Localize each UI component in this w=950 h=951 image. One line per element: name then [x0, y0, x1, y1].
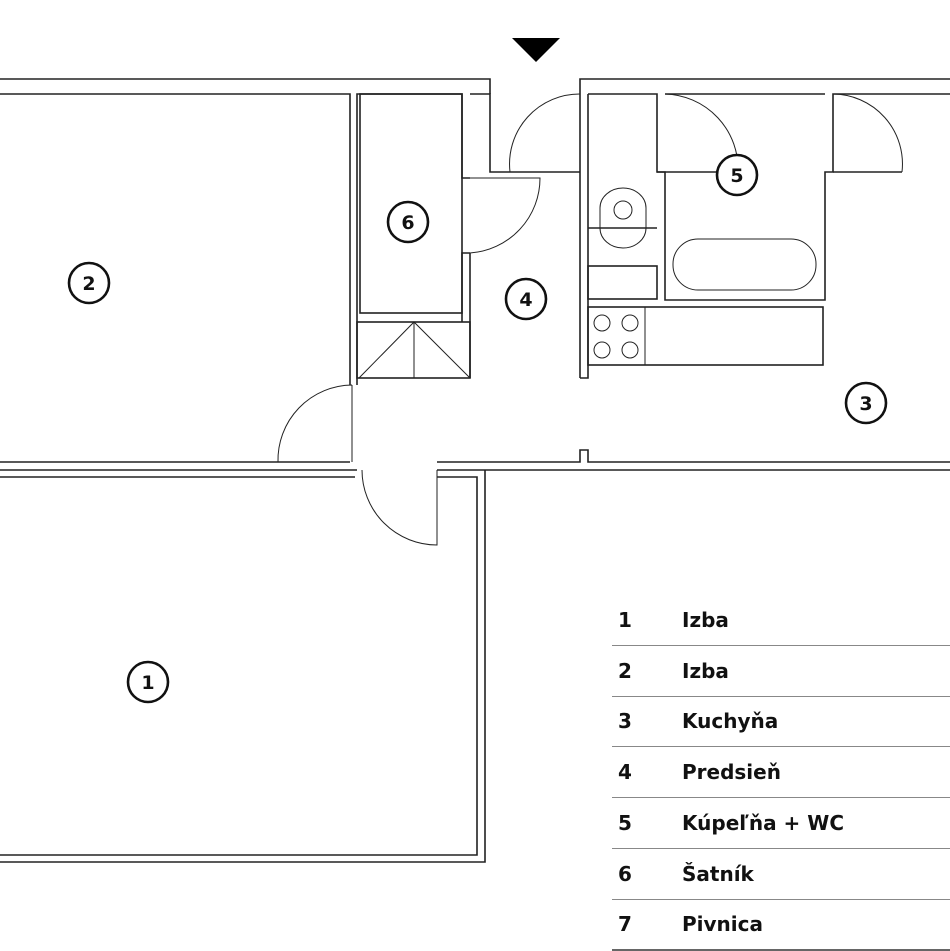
legend-number: 4 — [618, 760, 632, 785]
room-label-4: 4 — [504, 277, 548, 321]
legend-room-name: Kúpeľňa + WC — [682, 811, 845, 836]
legend-row: 5 Kúpeľňa + WC — [612, 798, 950, 849]
room-label-1: 1 — [126, 660, 170, 704]
legend-number: 6 — [618, 861, 632, 886]
svg-text:6: 6 — [401, 212, 414, 234]
entrance-arrow-icon — [512, 38, 560, 62]
legend-room-name: Predsieň — [682, 760, 781, 785]
svg-text:1: 1 — [141, 672, 154, 694]
legend-room-name: Izba — [682, 607, 729, 632]
legend-number: 5 — [618, 811, 632, 836]
svg-text:4: 4 — [519, 289, 532, 311]
svg-text:3: 3 — [859, 393, 872, 415]
legend-room-name: Šatník — [682, 861, 754, 886]
legend-number: 7 — [618, 912, 632, 937]
svg-text:5: 5 — [730, 165, 743, 187]
legend-row: 3 Kuchyňa — [612, 697, 950, 748]
svg-text:2: 2 — [82, 273, 95, 295]
legend-number: 3 — [618, 709, 632, 734]
legend-number: 2 — [618, 658, 632, 683]
room-label-6: 6 — [386, 200, 430, 244]
legend-row: 1 Izba — [612, 595, 950, 646]
legend-number: 1 — [618, 607, 632, 632]
room-label-2: 2 — [67, 261, 111, 305]
legend-row: 2 Izba — [612, 646, 950, 697]
legend-row: 7 Pivnica — [612, 900, 950, 951]
legend-room-name: Izba — [682, 658, 729, 683]
legend-row: 4 Predsieň — [612, 747, 950, 799]
room-label-3: 3 — [844, 381, 888, 425]
walls — [0, 78, 950, 863]
legend-room-name: Pivnica — [682, 912, 763, 937]
legend-room-name: Kuchyňa — [682, 709, 779, 734]
legend-row: 6 Šatník — [612, 849, 950, 900]
room-label-5: 5 — [715, 153, 759, 197]
